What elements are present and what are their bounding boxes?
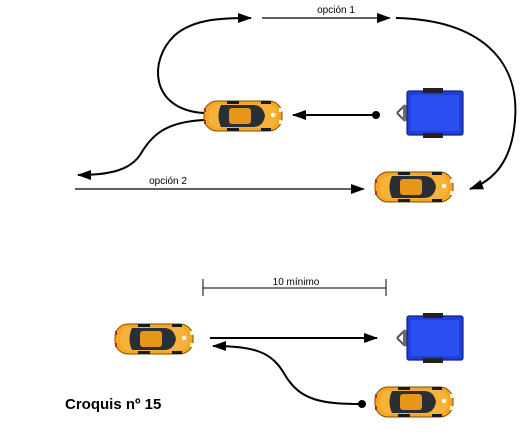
car-upper-left: [203, 100, 283, 132]
trailer-upper: [396, 87, 464, 139]
caption: Croquis nº 15: [65, 396, 161, 413]
upper-scene: opción 1 opción 2: [75, 5, 517, 203]
distance-label: 10 mínimo: [273, 277, 320, 288]
option1-arc-right: [395, 17, 517, 190]
lower-scene: 10 mínimo: [114, 277, 464, 418]
trailer-lower: [396, 312, 464, 364]
car-upper-right: [374, 171, 454, 203]
car-lower-right: [374, 386, 454, 418]
option2-label: opción 2: [149, 176, 187, 187]
car-lower-left: [114, 323, 194, 355]
reverse-curve-lower: [212, 341, 363, 405]
option1-arc-left: [157, 13, 252, 114]
option1-label: opción 1: [317, 5, 355, 16]
option2-curve: [77, 119, 205, 180]
